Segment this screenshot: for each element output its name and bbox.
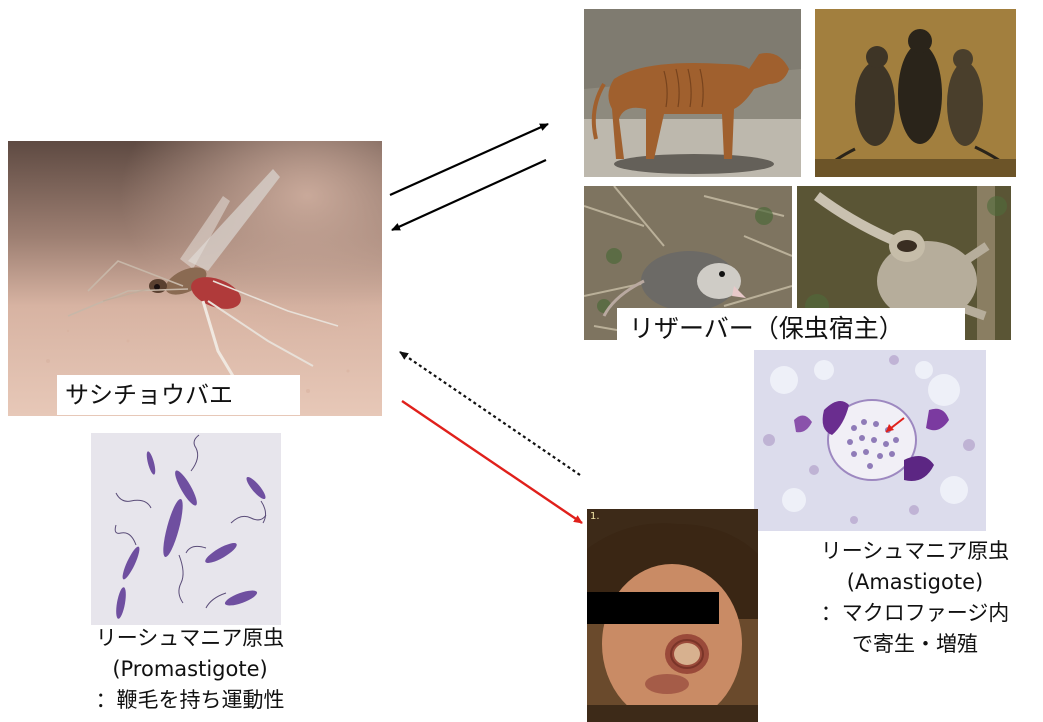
arrow-human-to-vector-dotted <box>400 352 580 475</box>
amastigote-caption-line4: で寄生・増殖 <box>790 629 1040 660</box>
emaciated-dog-icon <box>584 9 801 177</box>
rats-photo <box>815 9 1016 177</box>
amastigote-micrograph <box>754 350 986 531</box>
promastigote-caption: リーシュマニア原虫 (Promastigote) ：鞭毛を持ち運動性 <box>60 623 320 716</box>
eye-censor-bar <box>587 592 719 624</box>
amastigote-caption-line1: リーシュマニア原虫 <box>790 536 1040 567</box>
reservoir-label: リザーバー（保虫宿主） <box>617 308 965 348</box>
vector-label-text: サシチョウバエ <box>65 383 233 407</box>
promastigote-caption-line1: リーシュマニア原虫 <box>60 623 320 654</box>
arrow-vector-to-reservoir <box>390 124 548 195</box>
dog-photo <box>584 9 801 177</box>
promastigote-caption-line3: ：鞭毛を持ち運動性 <box>60 685 320 716</box>
arrow-reservoir-to-vector <box>392 160 546 230</box>
promastigote-micrograph <box>91 433 281 625</box>
reservoir-label-text: リザーバー（保虫宿主） <box>629 316 904 341</box>
amastigote-caption-line2: (Amastigote) <box>790 567 1040 598</box>
arrow-vector-to-human-red <box>402 401 582 523</box>
amastigote-caption-line3: ：マクロファージ内 <box>790 598 1040 629</box>
promastigote-caption-line2: (Promastigote) <box>60 654 320 685</box>
amastigote-caption: リーシュマニア原虫 (Amastigote) ：マクロファージ内 で寄生・増殖 <box>790 536 1040 660</box>
promastigote-flagellate-icon <box>91 433 281 625</box>
macrophage-amastigote-icon <box>754 350 986 531</box>
rats-icon <box>815 9 1016 177</box>
vector-label: サシチョウバエ <box>57 375 300 415</box>
patient-photo-index: 1. <box>590 511 600 522</box>
